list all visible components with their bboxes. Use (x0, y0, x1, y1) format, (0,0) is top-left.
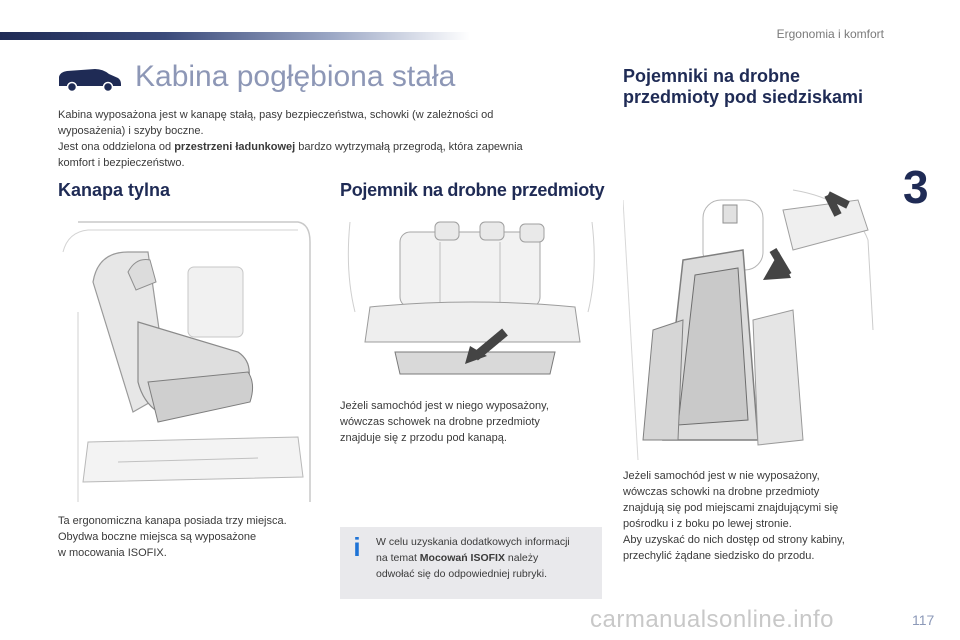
info-box: i W celu uzyskania dodatkowych informacj… (340, 527, 602, 599)
right-caption: Jeżeli samochód jest w nie wyposażony, w… (623, 468, 893, 564)
caption-line: w mocowania ISOFIX. (58, 547, 167, 559)
kanapa-heading: Kanapa tylna (58, 180, 171, 200)
right-heading-line: przedmioty pod siedziskami (623, 87, 864, 107)
caption-line: znajdują się pod miejscami znajdującymi … (623, 502, 839, 514)
info-text-part: należy (504, 552, 539, 564)
page-number: 117 (912, 612, 935, 628)
section-name: Ergonomia i komfort (776, 27, 884, 41)
under-seat-storage-illustration (623, 180, 875, 460)
pojemnik-caption: Jeżeli samochód jest w niego wyposażony,… (340, 398, 590, 446)
header-gradient-bar (0, 32, 470, 40)
info-line: odwołać się do odpowiedniej rubryki. (376, 568, 548, 580)
caption-line: Jeżeli samochód jest w niego wyposażony, (340, 400, 549, 412)
intro-line: Kabina wyposażona jest w kanapę stałą, p… (58, 109, 494, 121)
intro-line: komfort i bezpieczeństwo. (58, 157, 185, 169)
intro-text: Jest ona oddzielona od (58, 141, 175, 153)
info-text-part: na temat (376, 552, 420, 564)
right-heading-line: Pojemniki na drobne (623, 66, 801, 86)
intro-line: Jest ona oddzielona od przestrzeni ładun… (58, 139, 598, 155)
intro-text: bardzo wytrzymałą przegrodą, która zapew… (295, 141, 523, 153)
isofix-link-text: Mocowań ISOFIX (419, 552, 505, 564)
intro-line: wyposażenia) i szyby boczne. (58, 125, 204, 137)
info-icon: i (353, 532, 361, 562)
right-heading: Pojemniki na drobne przedmioty pod siedz… (623, 66, 913, 108)
caption-line: Aby uzyskać do nich dostęp od strony kab… (623, 534, 845, 546)
watermark: carmanualsonline.info (590, 606, 834, 633)
caption-line: znajduje się z przodu pod kanapą. (340, 432, 507, 444)
info-text: W celu uzyskania dodatkowych informacji … (376, 534, 596, 582)
chapter-number: 3 (903, 161, 929, 213)
bench-storage-illustration (340, 212, 602, 387)
caption-line: Obydwa boczne miejsca są wyposażone (58, 531, 257, 543)
caption-line: Ta ergonomiczna kanapa posiada trzy miej… (58, 515, 287, 527)
intro-bold-term: przestrzeni ładunkowej (174, 141, 296, 153)
caption-line: Jeżeli samochód jest w nie wyposażony, (623, 470, 820, 482)
kanapa-caption: Ta ergonomiczna kanapa posiada trzy miej… (58, 513, 328, 561)
caption-line: pośrodku i z boku po lewej stronie. (623, 518, 792, 530)
van-icon (59, 69, 121, 92)
caption-line: wówczas schowek na drobne przedmioty (340, 416, 540, 428)
info-line: W celu uzyskania dodatkowych informacji (376, 536, 570, 548)
info-line: na temat Mocowań ISOFIX należy (376, 550, 596, 566)
page-title: Kabina pogłębiona stała (135, 60, 456, 93)
intro-paragraph: Kabina wyposażona jest w kanapę stałą, p… (58, 107, 598, 171)
caption-line: wówczas schowki na drobne przedmioty (623, 486, 820, 498)
rear-bench-illustration (58, 212, 314, 512)
caption-line: przechylić żądane siedzisko do przodu. (623, 550, 815, 562)
pojemnik-heading: Pojemnik na drobne przedmioty (340, 180, 605, 200)
